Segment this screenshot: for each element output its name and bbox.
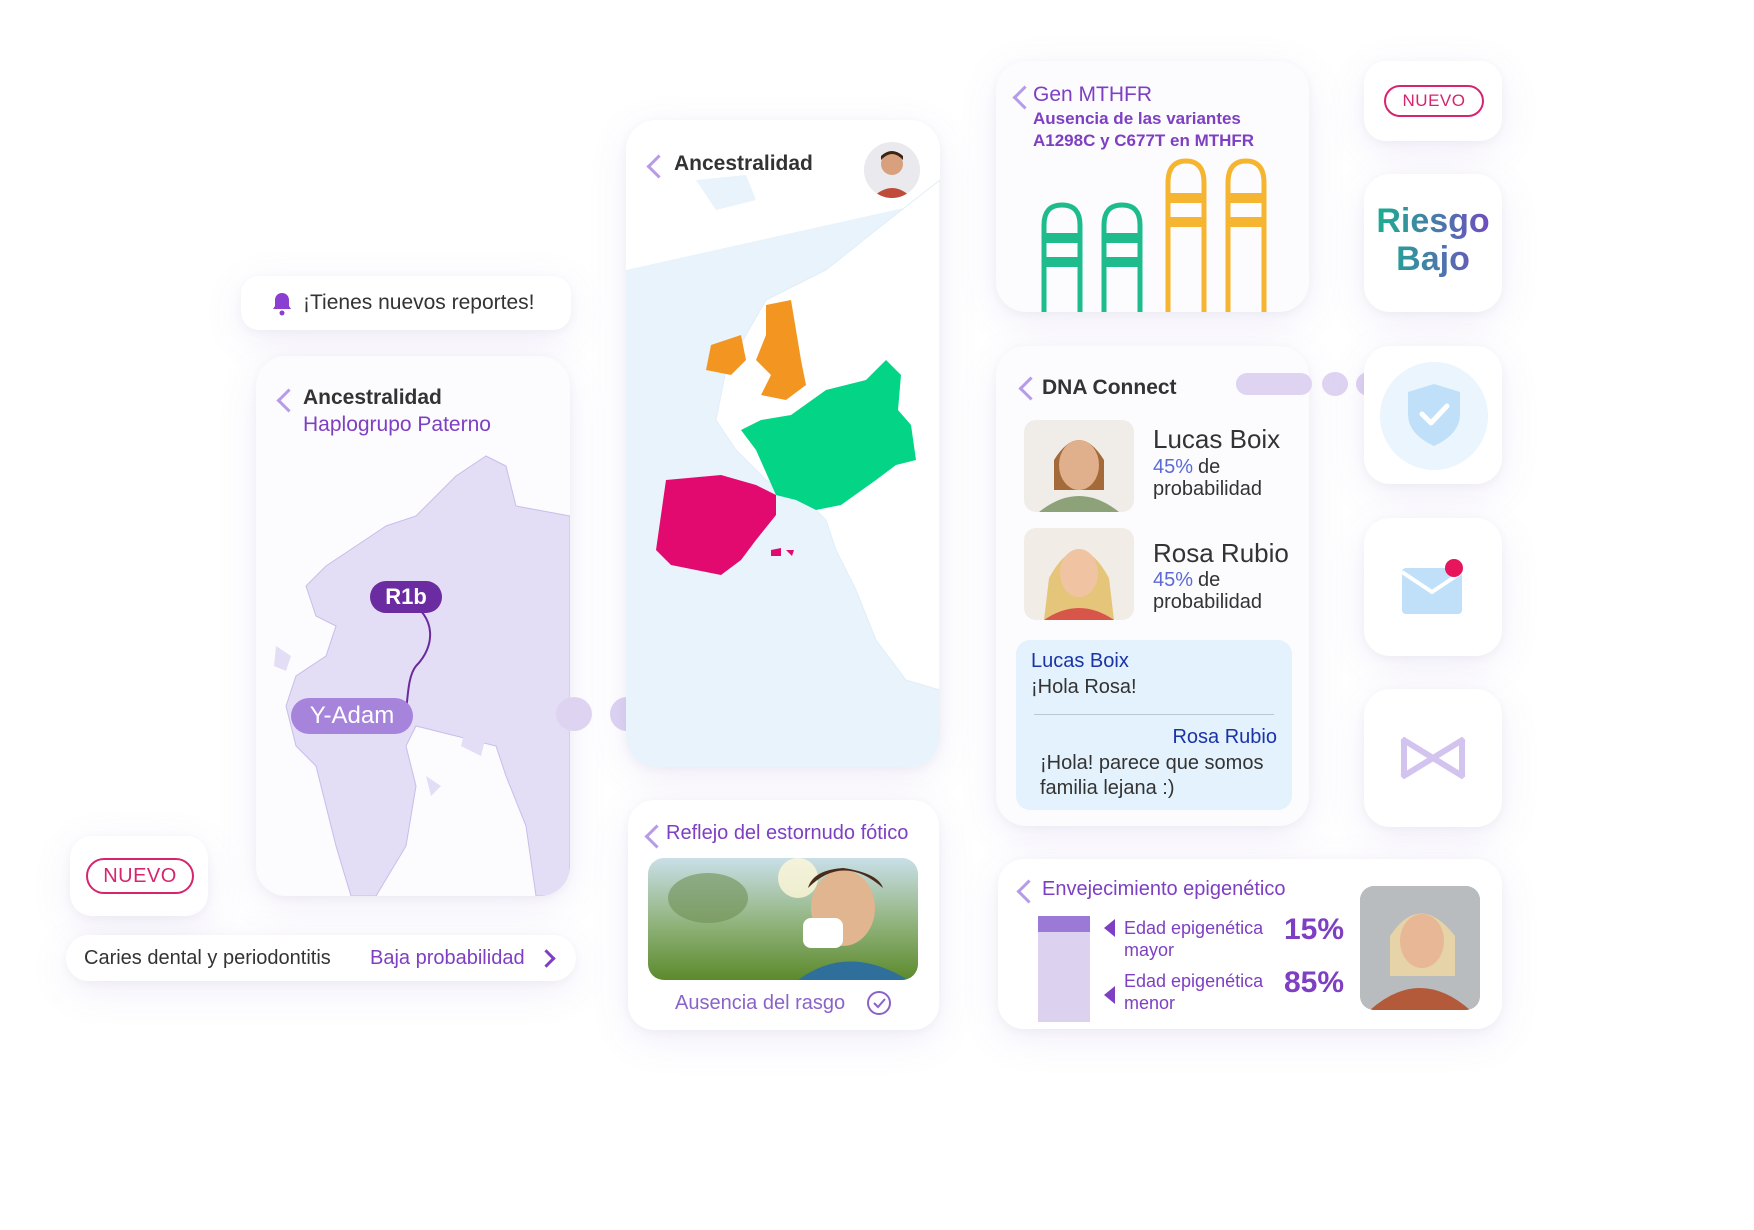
dna-connect-title: DNA Connect bbox=[1042, 376, 1177, 399]
marker-label-yadam: Y-Adam bbox=[309, 702, 395, 729]
new-badge-top[interactable]: NUEVO bbox=[1384, 85, 1484, 117]
chat-message-2-line1: ¡Hola! parece que somos bbox=[1040, 752, 1264, 774]
mail-notification-icon bbox=[1400, 559, 1464, 614]
back-chevron-icon[interactable] bbox=[1016, 879, 1041, 904]
check-circle-icon bbox=[867, 991, 891, 1015]
dna-helix-icon bbox=[1400, 737, 1466, 779]
risk-line-1: Riesgo bbox=[1376, 202, 1490, 240]
connector-dot bbox=[556, 697, 592, 731]
epigenetic-younger-label-1: Edad epigenética bbox=[1124, 971, 1264, 991]
haplogroup-marker-r1b[interactable]: R1b bbox=[370, 581, 442, 613]
ancestry-card[interactable]: Ancestralidad bbox=[626, 120, 940, 767]
back-chevron-icon[interactable] bbox=[644, 824, 669, 849]
sneeze-result: Ausencia del rasgo bbox=[675, 992, 846, 1014]
security-card[interactable] bbox=[1364, 346, 1502, 484]
epigenetic-older-value: 15% bbox=[1284, 913, 1345, 946]
match-text-rosa-2: probabilidad bbox=[1153, 591, 1262, 613]
chromosome-graphic bbox=[1041, 158, 1267, 312]
ancestry-title: Ancestralidad bbox=[674, 152, 813, 175]
back-chevron-icon[interactable] bbox=[276, 388, 301, 413]
epigenetic-older-label-2: mayor bbox=[1124, 940, 1175, 960]
bell-icon bbox=[273, 293, 291, 316]
risk-label: Riesgo Bajo bbox=[1364, 202, 1502, 278]
user-avatar[interactable] bbox=[864, 142, 920, 198]
epigenetic-older-label-1: Edad epigenética bbox=[1124, 918, 1264, 938]
sneeze-card[interactable]: Reflejo del estornudo fótico Ausencia de… bbox=[628, 800, 939, 1030]
woman-photo-icon bbox=[1360, 886, 1480, 1010]
epigenetic-younger-label-2: menor bbox=[1124, 993, 1176, 1013]
epigenetic-title: Envejecimiento epigenético bbox=[1042, 878, 1286, 900]
connector-pill bbox=[1236, 373, 1312, 395]
world-map bbox=[274, 455, 570, 896]
notification-banner[interactable]: ¡Tienes nuevos reportes! bbox=[241, 276, 571, 330]
new-badge-card-bottom: NUEVO bbox=[70, 836, 208, 916]
mthfr-subtitle-2: A1298C y C677T en MTHFR bbox=[1033, 131, 1255, 150]
match-text-lucas-1: de bbox=[1198, 456, 1221, 478]
avatar-person-icon bbox=[872, 151, 912, 198]
person-photo-icon bbox=[1044, 549, 1114, 620]
sneeze-photo bbox=[648, 858, 918, 980]
marker-arrow-icon bbox=[1104, 986, 1115, 1004]
match-photo-lucas[interactable] bbox=[1024, 420, 1134, 512]
sneeze-title: Reflejo del estornudo fótico bbox=[666, 822, 909, 844]
marker-arrow-icon bbox=[1104, 919, 1115, 937]
dna-card[interactable] bbox=[1364, 689, 1502, 827]
caries-label: Caries dental y periodontitis bbox=[84, 947, 331, 969]
new-badge-top-label: NUEVO bbox=[1402, 91, 1466, 110]
caries-value: Baja probabilidad bbox=[370, 947, 525, 969]
epigenetic-bar-fill bbox=[1038, 916, 1090, 932]
new-badge-bottom-label: NUEVO bbox=[103, 865, 177, 887]
caries-result-row[interactable]: Caries dental y periodontitis Baja proba… bbox=[66, 935, 576, 981]
mthfr-subtitle-1: Ausencia de las variantes bbox=[1033, 109, 1241, 128]
chat-message-2-line2: familia lejana :) bbox=[1040, 777, 1175, 799]
mthfr-title: Gen MTHFR bbox=[1033, 83, 1153, 106]
new-badge-card-top: NUEVO bbox=[1364, 61, 1502, 141]
chat-panel[interactable]: Lucas Boix ¡Hola Rosa! Rosa Rubio ¡Hola!… bbox=[1016, 640, 1292, 810]
dna-connect-card[interactable]: DNA Connect Lucas Boix 45% de probabilid… bbox=[996, 346, 1309, 826]
match-text-lucas-2: probabilidad bbox=[1153, 478, 1262, 500]
chat-message-1: ¡Hola Rosa! bbox=[1031, 676, 1137, 698]
epigenetic-photo bbox=[1360, 886, 1480, 1010]
risk-card[interactable]: Riesgo Bajo bbox=[1364, 174, 1502, 312]
match-name-rosa: Rosa Rubio bbox=[1153, 538, 1289, 568]
risk-line-2: Bajo bbox=[1396, 240, 1470, 278]
child-sneezing-photo-icon bbox=[668, 858, 908, 980]
haplogroup-marker-yadam[interactable]: Y-Adam bbox=[291, 698, 413, 734]
marker-label-r1b: R1b bbox=[385, 584, 427, 609]
epigenetic-card[interactable]: Envejecimiento epigenético Edad epigenét… bbox=[998, 859, 1502, 1029]
migration-path bbox=[405, 600, 431, 712]
mail-card[interactable] bbox=[1364, 518, 1502, 656]
shield-check-icon bbox=[1408, 384, 1460, 446]
match-percent-lucas: 45% bbox=[1153, 456, 1194, 478]
connector-dot bbox=[1322, 372, 1348, 396]
chat-author-2: Rosa Rubio bbox=[1172, 726, 1277, 748]
epigenetic-bar bbox=[1038, 916, 1090, 1022]
match-percent-rosa: 45% bbox=[1153, 569, 1194, 591]
chat-divider bbox=[1034, 714, 1274, 715]
europe-map bbox=[626, 120, 940, 767]
match-text-rosa-1: de bbox=[1198, 569, 1221, 591]
epigenetic-younger-value: 85% bbox=[1284, 966, 1345, 999]
haplogroup-subtitle: Haplogrupo Paterno bbox=[303, 413, 491, 436]
mthfr-card[interactable]: Gen MTHFR Ausencia de las variantes A129… bbox=[996, 61, 1309, 312]
chat-author-1: Lucas Boix bbox=[1031, 650, 1129, 672]
notification-text: ¡Tienes nuevos reportes! bbox=[303, 291, 535, 314]
haplogroup-title: Ancestralidad bbox=[303, 386, 442, 409]
match-name-lucas: Lucas Boix bbox=[1153, 424, 1281, 454]
haplogroup-card[interactable]: Ancestralidad Haplogrupo Paterno R1b Y-A… bbox=[256, 356, 570, 896]
match-photo-rosa[interactable] bbox=[1024, 528, 1134, 620]
person-photo-icon bbox=[1039, 440, 1119, 512]
new-badge-bottom[interactable]: NUEVO bbox=[86, 858, 194, 894]
chevron-right-icon[interactable] bbox=[537, 949, 556, 968]
back-chevron-icon[interactable] bbox=[1018, 376, 1043, 401]
